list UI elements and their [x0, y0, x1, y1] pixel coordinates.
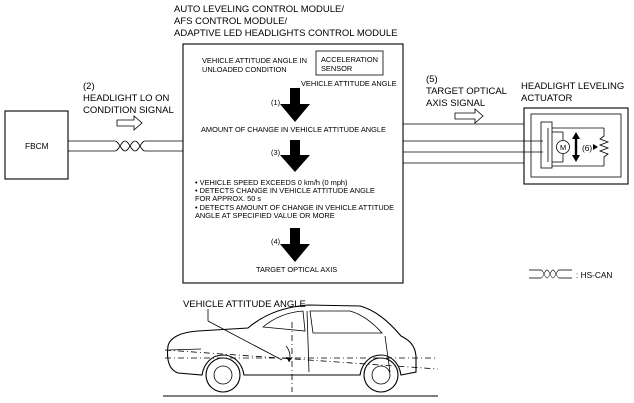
condition-line-1: • VEHICLE SPEED EXCEEDS 0 km/h (0 mph) [195, 178, 348, 187]
module-title-line1: AUTO LEVELING CONTROL MODULE/ [174, 4, 344, 15]
twisted-pair-icon [114, 140, 146, 152]
condition-line-3: FOR APPROX. 50 s [195, 194, 261, 203]
vehicle-icon [166, 304, 417, 393]
acceleration-sensor-line2: SENSOR [321, 64, 352, 73]
arrow-1-icon [280, 88, 310, 122]
pot-wiper-icon [593, 144, 598, 150]
target-axis-label: TARGET OPTICAL AXIS [256, 265, 337, 274]
step-3-label: (3) [271, 148, 280, 157]
condition-line-2: • DETECTS CHANGE IN VEHICLE ATTITUDE ANG… [195, 186, 375, 195]
vehicle-attitude-label: VEHICLE ATTITUDE ANGLE [183, 299, 306, 310]
vehicle-label-pointer-2 [207, 320, 283, 361]
step-1-label: (1) [271, 98, 280, 107]
angle-arc-head-icon [286, 357, 292, 362]
step-6-label: (6) [582, 143, 592, 153]
acceleration-sensor-box [315, 50, 384, 76]
actuator-title-line2: ACTUATOR [521, 93, 573, 104]
signal-2-line2: CONDITION SIGNAL [83, 105, 174, 116]
actuator-connector-icon [540, 121, 553, 169]
module-title-line3: ADAPTIVE LED HEADLIGHTS CONTROL MODULE [174, 28, 397, 39]
signal-out-arrow-icon [454, 108, 484, 124]
actuator-inner-box [530, 113, 622, 178]
condition-line-5: ANGLE AT SPECIFIED VALUE OR MORE [195, 211, 335, 220]
angle-unloaded-line2: UNLOADED CONDITION [202, 65, 287, 74]
condition-line-4: • DETECTS AMOUNT OF CHANGE IN VEHICLE AT… [195, 203, 394, 212]
potentiometer-icon [598, 128, 610, 166]
signal-in-arrow-icon [116, 115, 143, 131]
motor-label: M [560, 143, 566, 152]
module-title-line2: AFS CONTROL MODULE/ [174, 16, 287, 27]
motor-icon [556, 140, 570, 154]
step-4-label: (4) [271, 237, 280, 246]
signal-5-number: (5) [426, 74, 438, 85]
actuator-title-line1: HEADLIGHT LEVELING [521, 81, 624, 92]
signal-5-line1: TARGET OPTICAL [426, 86, 507, 97]
signal-5-line2: AXIS SIGNAL [426, 98, 485, 109]
control-module-box [182, 43, 404, 284]
legend-label: : HS-CAN [576, 270, 612, 280]
change-label: AMOUNT OF CHANGE IN VEHICLE ATTITUDE ANG… [201, 125, 386, 134]
arrow-3-icon [280, 140, 310, 172]
arrow-4-icon [280, 228, 310, 262]
legend-twisted-pair-icon [540, 269, 560, 279]
actuator-box [523, 107, 629, 185]
angle-unloaded-line1: VEHICLE ATTITUDE ANGLE IN [202, 56, 307, 65]
fbcm-box [4, 110, 69, 180]
acceleration-sensor-line1: ACCELERATION [321, 55, 378, 64]
reference-line-tilted [164, 349, 439, 370]
fbcm-label: FBCM [25, 141, 49, 151]
signal-2-line1: HEADLIGHT LO ON [83, 93, 170, 104]
sensor-output-label: VEHICLE ATTITUDE ANGLE [301, 79, 397, 88]
signal-2-number: (2) [83, 81, 95, 92]
stroke-arrow-down-icon [572, 155, 580, 162]
stroke-arrow-up-icon [572, 132, 580, 139]
